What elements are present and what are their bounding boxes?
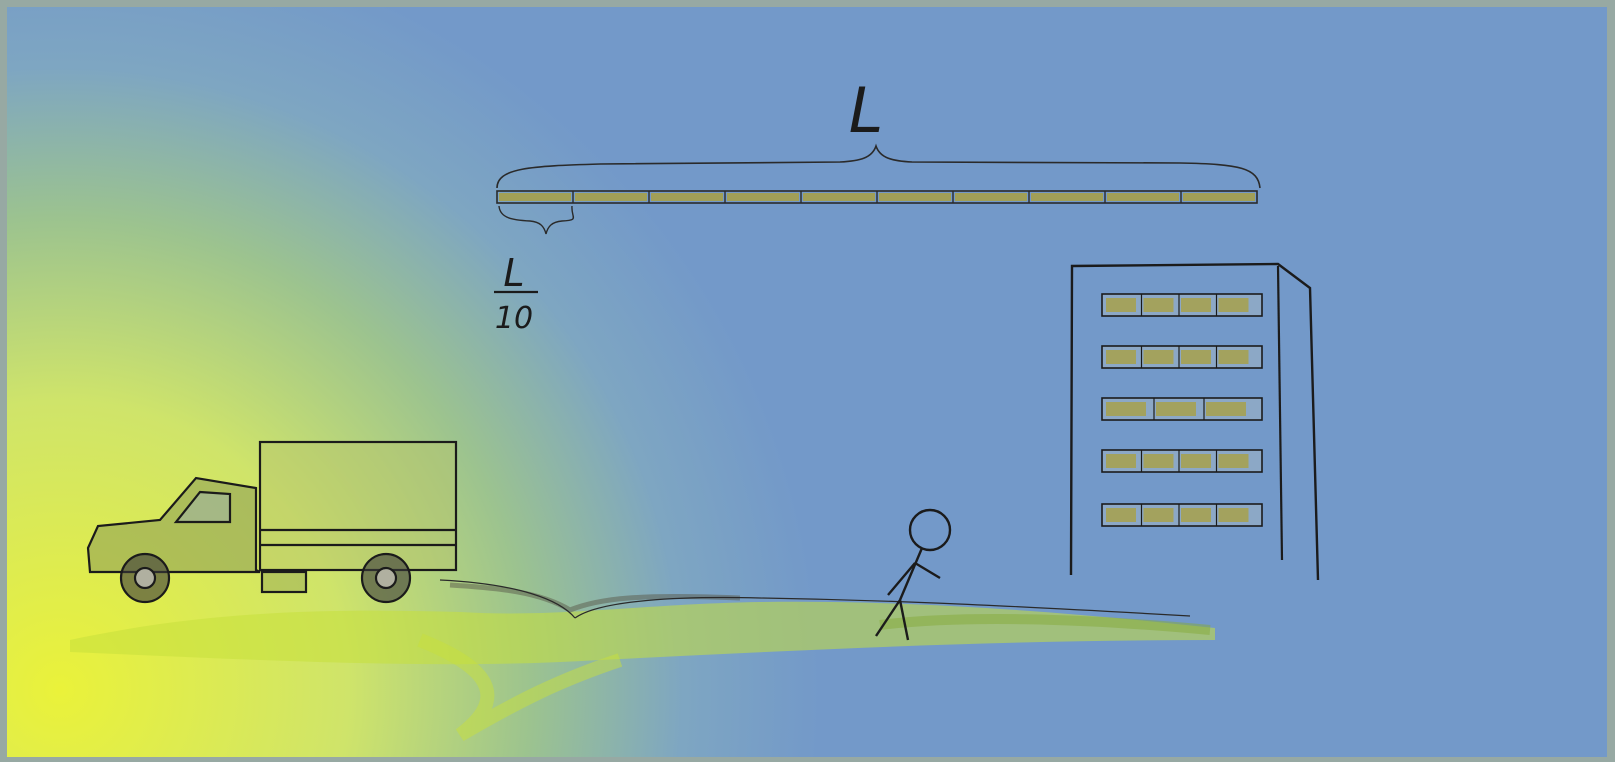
rod-segment [1183,193,1255,201]
rod-segment [955,193,1027,201]
building-outline [1069,262,1320,581]
rod-segment [727,193,799,201]
shelf-item [1106,298,1136,312]
dirt-mound [449,582,741,613]
rod-segment [879,193,951,201]
truck-window [173,490,232,524]
rod-segment [803,193,875,201]
rod-segment [575,193,647,201]
fraction-denominator: 10 [495,301,533,336]
person-head [908,508,952,552]
shelf-item [1218,508,1249,522]
shelf-rows [1101,293,1263,527]
stick-figure-person [875,508,952,641]
fraction-numerator: L [503,251,524,295]
rod-segment [651,193,723,201]
shelf-item [1143,508,1174,522]
truck-cargo-box [258,440,458,572]
shelf-item [1181,298,1211,312]
shelf-item [1106,508,1136,522]
ground-line [574,596,1191,619]
person-body [898,547,924,601]
shelf-item [1218,350,1249,364]
fraction-label: L 10 [494,251,538,336]
shelf-item [1106,350,1136,364]
rod-segment [499,193,571,201]
shelf-item [1218,454,1249,468]
shelf-item [1106,402,1146,416]
length-brace [496,143,1261,189]
truck-illustration [86,440,458,604]
rod-segment [1107,193,1179,201]
storage-building [1069,262,1320,581]
shelf-item [1143,454,1174,468]
rod-segment [1031,193,1103,201]
shelf-item [1181,454,1211,468]
shelf-item [1181,508,1211,522]
shelf-item [1206,402,1246,416]
segment-brace [498,205,575,235]
shelf-item [1156,402,1196,416]
segmented-rod [496,190,1258,204]
shelf-item [1106,454,1136,468]
total-length-label: L [849,74,884,147]
shelf-item [1218,298,1249,312]
ground [70,579,1215,742]
shelf-item [1143,298,1174,312]
shelf-item [1143,350,1174,364]
shelf-item [1181,350,1211,364]
